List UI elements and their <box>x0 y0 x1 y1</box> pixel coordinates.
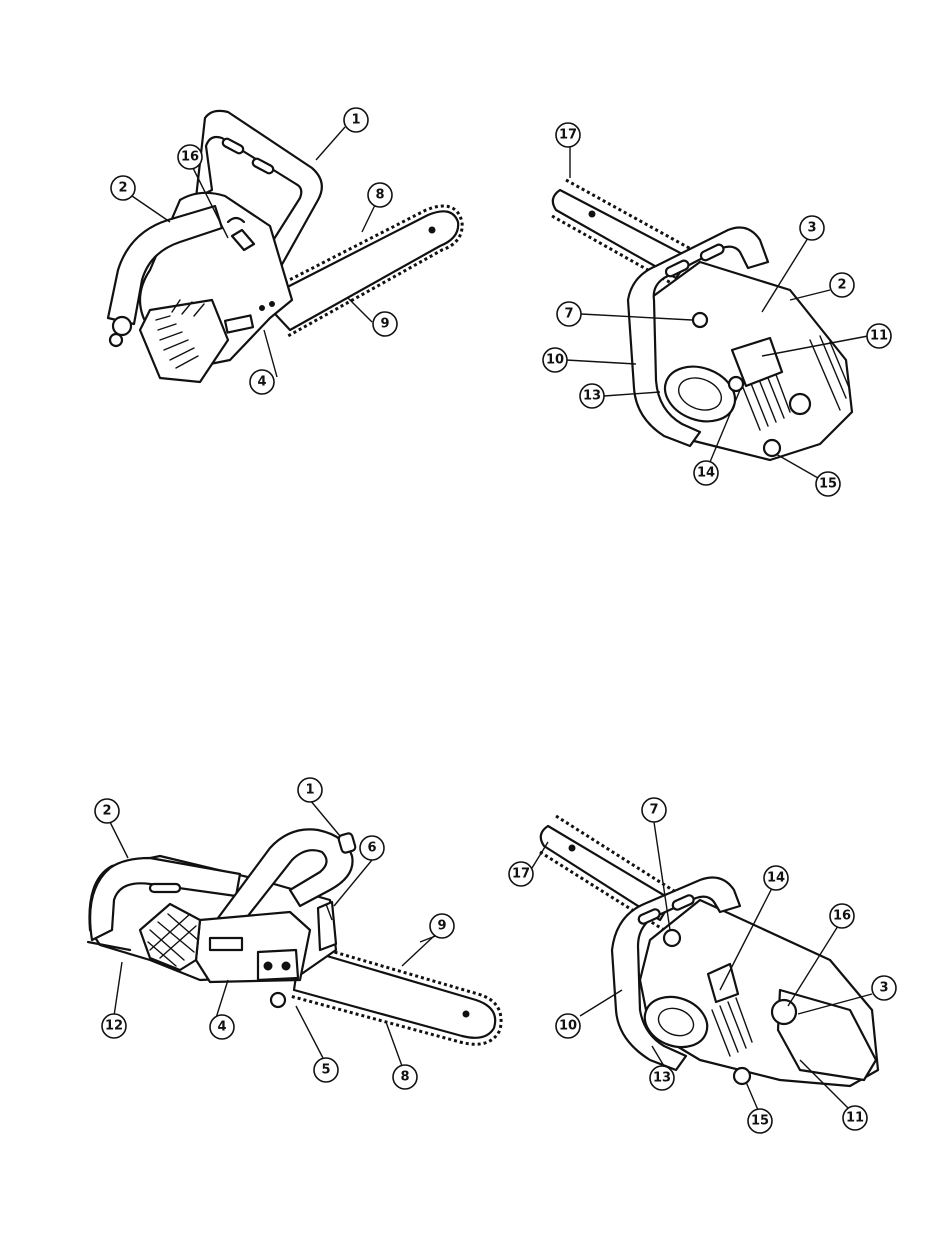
figure-top-right: 17 3 2 7 11 10 13 14 15 <box>543 123 891 496</box>
callout-16: 16 <box>178 145 202 169</box>
svg-text:13: 13 <box>583 389 601 404</box>
svg-text:16: 16 <box>181 150 199 165</box>
callout-7: 7 <box>557 302 581 326</box>
svg-text:2: 2 <box>837 278 846 293</box>
svg-text:1: 1 <box>305 783 314 798</box>
svg-text:5: 5 <box>321 1063 330 1078</box>
figure-bottom-left: 2 1 6 9 12 4 5 8 <box>88 778 501 1089</box>
svg-text:2: 2 <box>102 804 111 819</box>
svg-text:14: 14 <box>767 871 785 886</box>
svg-text:15: 15 <box>819 477 837 492</box>
callout-9: 9 <box>373 312 397 336</box>
callout-2: 2 <box>830 273 854 297</box>
callout-16: 16 <box>830 904 854 928</box>
svg-text:17: 17 <box>512 867 530 882</box>
svg-text:11: 11 <box>870 329 888 344</box>
svg-text:11: 11 <box>846 1111 864 1126</box>
svg-text:6: 6 <box>367 841 376 856</box>
svg-text:10: 10 <box>559 1019 577 1034</box>
callout-2: 2 <box>95 799 119 823</box>
svg-text:7: 7 <box>564 307 573 322</box>
callout-8: 8 <box>393 1065 417 1089</box>
callout-5: 5 <box>314 1058 338 1082</box>
callout-14: 14 <box>764 866 788 890</box>
svg-text:14: 14 <box>697 466 715 481</box>
callout-4: 4 <box>250 370 274 394</box>
callout-15: 15 <box>816 472 840 496</box>
callout-1: 1 <box>344 108 368 132</box>
svg-text:16: 16 <box>833 909 851 924</box>
callout-7: 7 <box>642 798 666 822</box>
callout-3: 3 <box>800 216 824 240</box>
svg-text:8: 8 <box>375 188 384 203</box>
svg-text:13: 13 <box>653 1071 671 1086</box>
svg-text:7: 7 <box>649 803 658 818</box>
callout-4: 4 <box>210 1015 234 1039</box>
chainsaw-drawing-bottom-right <box>540 816 878 1086</box>
svg-text:10: 10 <box>546 353 564 368</box>
chainsaw-drawing-top-left <box>108 111 462 382</box>
callout-11: 11 <box>843 1106 867 1130</box>
callout-14: 14 <box>694 461 718 485</box>
callout-2: 2 <box>111 176 135 200</box>
svg-text:3: 3 <box>807 221 816 236</box>
callout-17: 17 <box>556 123 580 147</box>
callout-17: 17 <box>509 862 533 886</box>
callout-10: 10 <box>543 348 567 372</box>
callout-6: 6 <box>360 836 384 860</box>
figure-bottom-right: 7 17 14 16 3 10 13 15 11 <box>509 798 896 1133</box>
callout-3: 3 <box>872 976 896 1000</box>
callout-12: 12 <box>102 1014 126 1038</box>
callout-1: 1 <box>298 778 322 802</box>
callout-13: 13 <box>580 384 604 408</box>
callout-10: 10 <box>556 1014 580 1038</box>
svg-text:3: 3 <box>879 981 888 996</box>
callout-8: 8 <box>368 183 392 207</box>
callout-13: 13 <box>650 1066 674 1090</box>
callout-15: 15 <box>748 1109 772 1133</box>
svg-text:9: 9 <box>437 919 446 934</box>
svg-text:1: 1 <box>351 113 360 128</box>
svg-text:2: 2 <box>118 181 127 196</box>
svg-text:4: 4 <box>257 375 266 390</box>
svg-text:9: 9 <box>380 317 389 332</box>
callout-11: 11 <box>867 324 891 348</box>
svg-text:8: 8 <box>400 1070 409 1085</box>
callout-9: 9 <box>430 914 454 938</box>
svg-text:4: 4 <box>217 1020 226 1035</box>
figure-top-left: 1 2 16 8 9 4 <box>108 108 462 394</box>
svg-text:17: 17 <box>559 128 577 143</box>
svg-text:12: 12 <box>105 1019 123 1034</box>
svg-text:15: 15 <box>751 1114 769 1129</box>
